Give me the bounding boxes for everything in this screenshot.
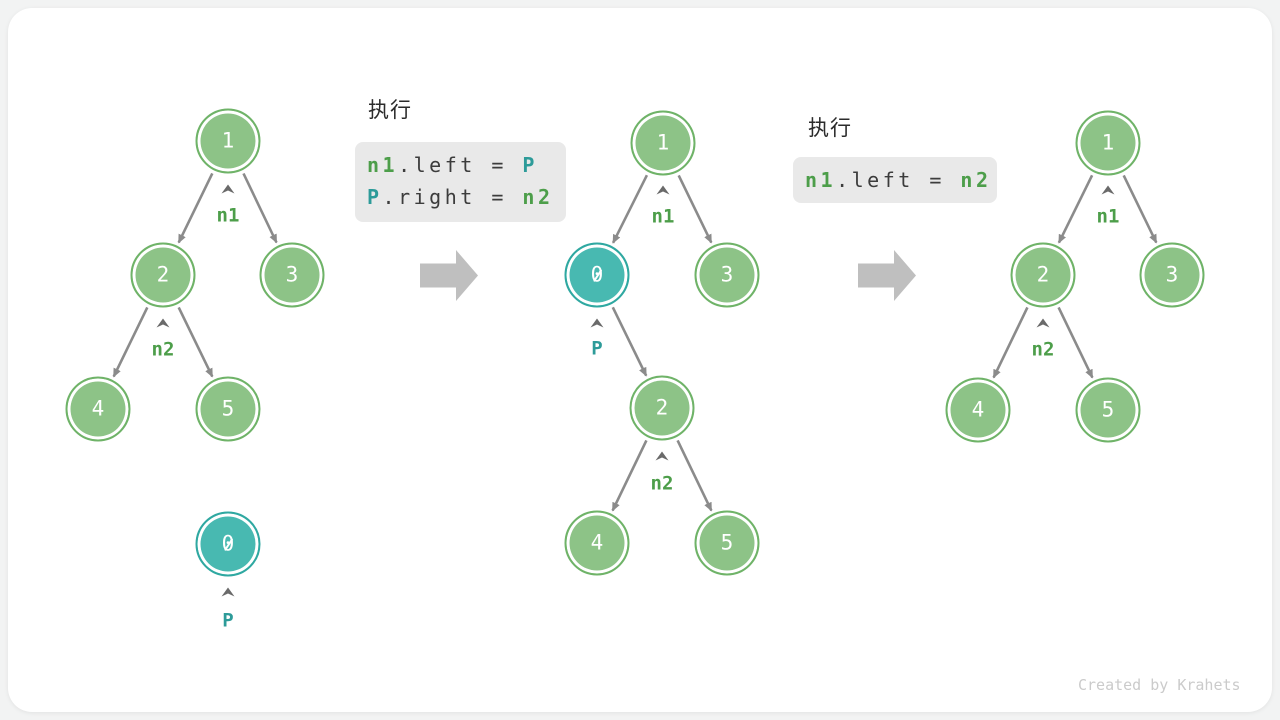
code-token: n1 — [805, 168, 837, 192]
node-value: 2 — [156, 262, 170, 287]
tree2-label-n1: n1 — [651, 205, 675, 228]
caret-up-icon — [655, 451, 669, 461]
tree1-node-5: 5 — [195, 376, 261, 442]
tree3-node-5: 5 — [1075, 377, 1141, 443]
step2-title: 执行 — [808, 117, 852, 140]
node-value: 4 — [971, 397, 985, 422]
code-token: n1 — [367, 153, 399, 177]
tree2-node-4: 4 — [564, 510, 630, 576]
node-value: 2 — [1036, 262, 1050, 287]
code-token: .right = — [382, 185, 523, 209]
credit-text: Created by Krahets — [1078, 676, 1241, 694]
tree1-label-n2: n2 — [151, 338, 175, 361]
tree3-node-3: 3 — [1139, 242, 1205, 308]
node-value: 1 — [1101, 130, 1115, 155]
step1-block-arrow-icon — [420, 250, 478, 301]
caret-up-icon — [221, 184, 235, 194]
node-value: 5 — [221, 396, 235, 421]
node-value: 1 — [656, 130, 670, 155]
tree2-edge-2-5 — [676, 439, 713, 512]
tree3-edges — [992, 174, 1158, 379]
tree1-node-4: 4 — [65, 376, 131, 442]
tree3-edge-1-3 — [1122, 174, 1158, 244]
node-value: 0 — [221, 531, 235, 556]
tree1-node-2: 2 — [130, 242, 196, 308]
tree3-edge-2-4 — [992, 306, 1029, 379]
code-token: P — [367, 185, 383, 209]
tree2-node-5: 5 — [694, 510, 760, 576]
tree2-label-p: P — [591, 337, 603, 360]
tree3-node-2: 2 — [1010, 242, 1076, 308]
caret-up-icon — [590, 318, 604, 328]
node-value: 3 — [1165, 262, 1179, 287]
code-line-2: P.right = n2 — [367, 181, 566, 213]
tree3-node-4: 4 — [945, 377, 1011, 443]
node-value: 5 — [720, 530, 734, 555]
tree2-node-0: 0 — [564, 242, 630, 308]
step1-title: 执行 — [368, 99, 412, 122]
tree2-node-1: 1 — [630, 110, 696, 176]
tree1-label-n1: n1 — [216, 204, 240, 227]
caret-up-icon — [1036, 318, 1050, 328]
tree2-edge-2-4 — [611, 439, 648, 512]
tree2-edge-1-0 — [611, 174, 649, 244]
tree1-node-3: 3 — [259, 242, 325, 308]
tree3-edge-2-5 — [1057, 306, 1094, 379]
tree1-node-0: 0 — [195, 511, 261, 577]
step1-code-block: n1.left = P P.right = n2 — [355, 142, 566, 222]
node-value: 0 — [590, 262, 604, 287]
code-line-1: n1.left = P — [367, 149, 566, 181]
tree1-edge-2-5 — [177, 306, 214, 378]
pointer-caret-icons — [156, 184, 1115, 597]
caret-up-icon — [656, 185, 670, 195]
step2-block-arrow-icon — [858, 250, 916, 301]
node-value: 4 — [590, 530, 604, 555]
tree2-edges — [611, 174, 713, 512]
caret-up-icon — [156, 318, 170, 328]
code-token: P — [522, 153, 538, 177]
tree1-node-1: 1 — [195, 108, 261, 174]
node-value: 5 — [1101, 397, 1115, 422]
caret-up-icon — [1101, 185, 1115, 195]
code-token: .left = — [836, 168, 961, 192]
node-value: 4 — [91, 396, 105, 421]
tree1-edge-1-3 — [242, 172, 278, 244]
code-token: n2 — [960, 168, 992, 192]
tree2-edge-0-2 — [611, 306, 648, 377]
tree1-edge-1-2 — [177, 172, 214, 244]
caret-up-icon — [221, 587, 235, 597]
tree2-edge-1-3 — [677, 174, 713, 244]
node-value: 3 — [285, 262, 299, 287]
code-token: .left = — [398, 153, 523, 177]
tree2-node-2: 2 — [629, 375, 695, 441]
tree3-label-n1: n1 — [1096, 205, 1120, 228]
tree1-edge-2-4 — [112, 306, 149, 378]
node-value: 3 — [720, 262, 734, 287]
node-value: 1 — [221, 128, 235, 153]
code-line-1: n1.left = n2 — [805, 164, 997, 196]
node-value: 2 — [655, 395, 669, 420]
tree1-label-p: P — [222, 609, 234, 632]
tree2-node-3: 3 — [694, 242, 760, 308]
tree2-label-n2: n2 — [650, 472, 674, 495]
tree3-node-1: 1 — [1075, 110, 1141, 176]
tree3-edge-1-2 — [1057, 174, 1094, 244]
tree1-edges — [112, 172, 278, 378]
tree3-label-n2: n2 — [1031, 338, 1055, 361]
code-token: n2 — [522, 185, 554, 209]
step2-code-block: n1.left = n2 — [793, 157, 997, 203]
